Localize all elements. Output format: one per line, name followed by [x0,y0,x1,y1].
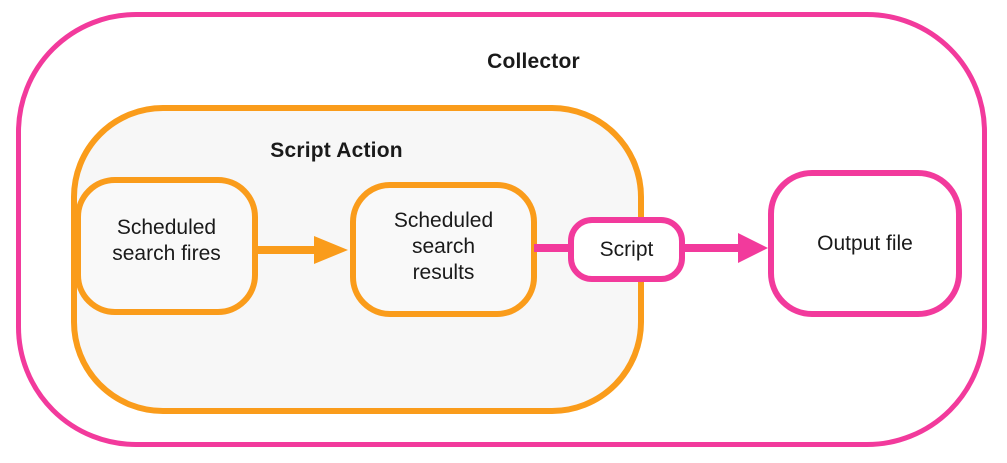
node-output-file: Output file [768,170,962,317]
arrow-fires-to-results-head-icon [314,236,348,264]
arrow-fires-to-results-stem [256,246,314,254]
arrow-script-to-output-stem [683,244,740,252]
arrow-script-to-output-head-icon [738,233,768,263]
connector-results-to-script [534,244,571,252]
node-scheduled-search-fires: Scheduled search fires [75,177,258,315]
node-script: Script [568,217,685,282]
node-scheduled-search-results: Scheduled search results [350,182,537,317]
script-action-title: Script Action [270,139,403,162]
collector-title: Collector [487,50,580,73]
